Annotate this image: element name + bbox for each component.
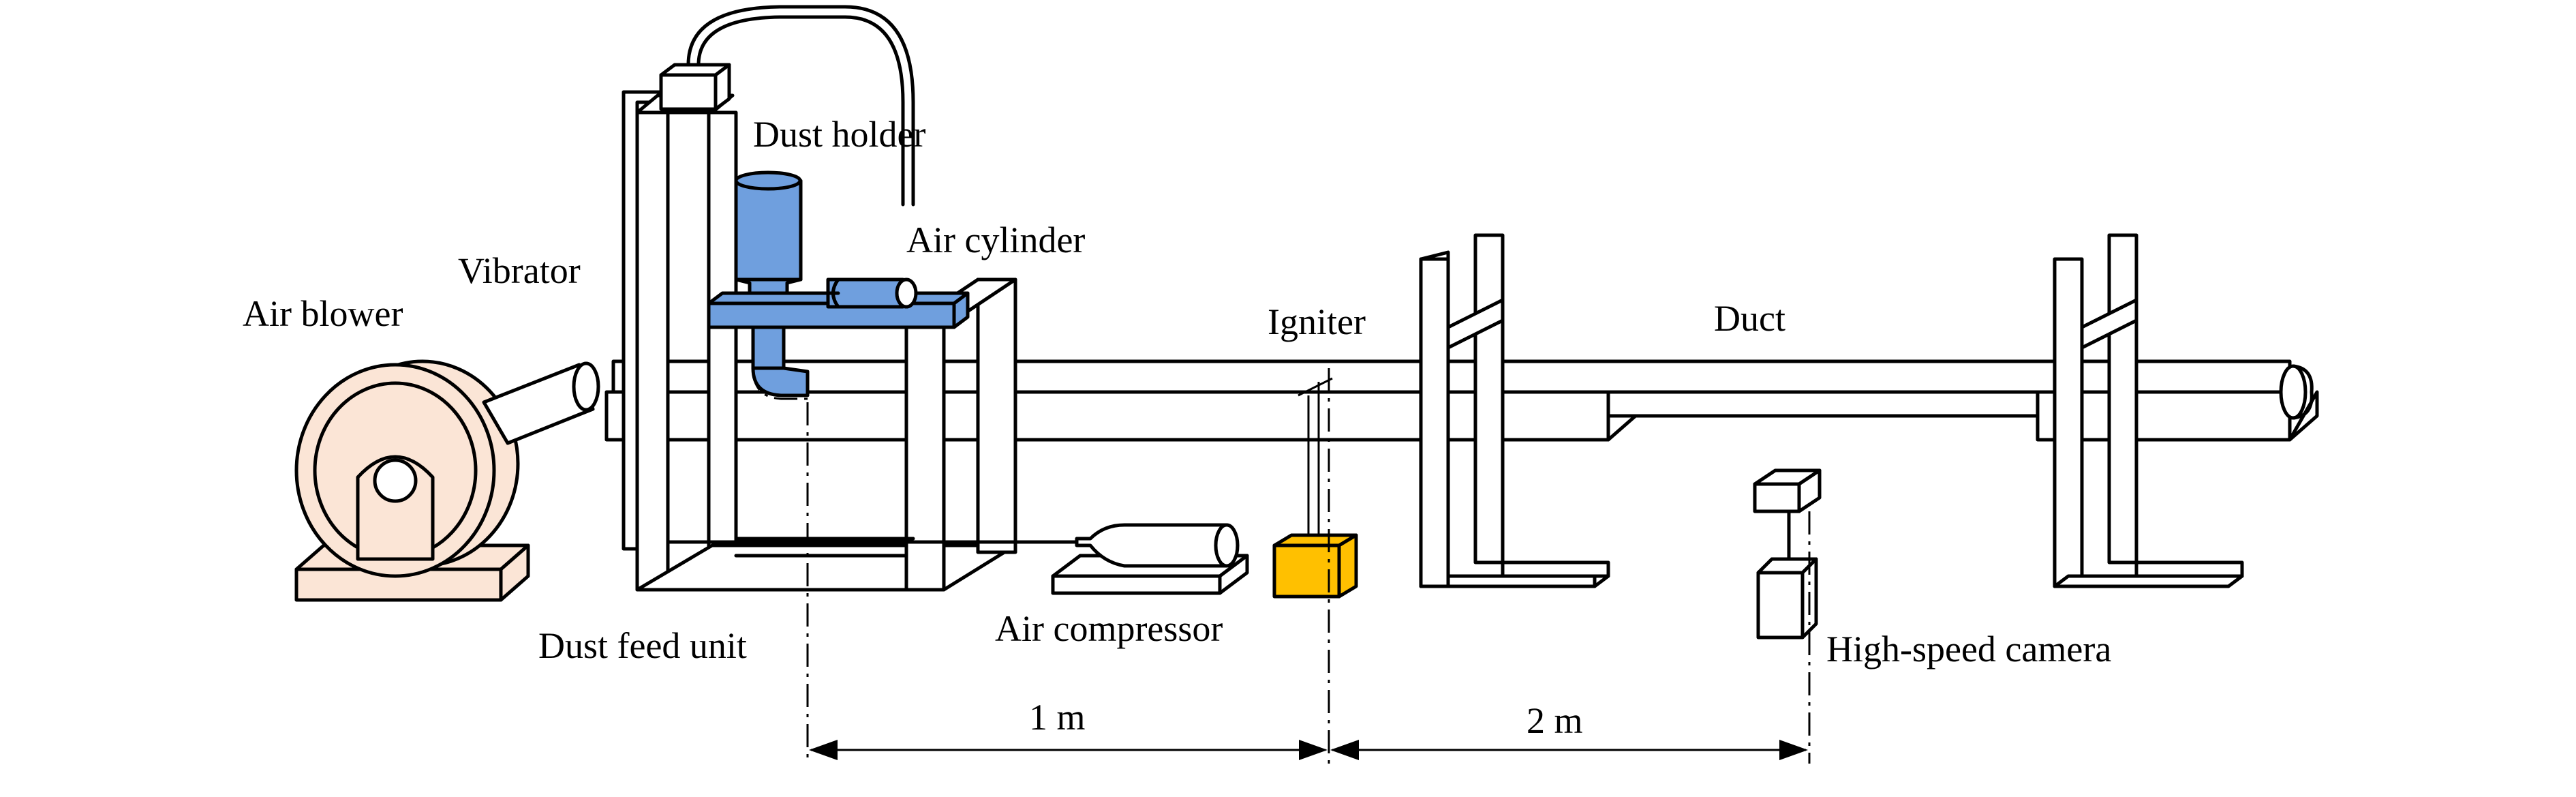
air-blower — [294, 359, 600, 602]
vibrator — [659, 5, 915, 207]
label-igniter: Igniter — [1268, 301, 1366, 342]
label-duct: Duct — [1714, 298, 1785, 339]
label-dust-feed-unit: Dust feed unit — [538, 625, 747, 666]
label-high-speed-camera: High-speed camera — [1826, 629, 2111, 670]
dimension-lines — [806, 368, 1811, 764]
label-dimension-1m: 1 m — [1029, 697, 1086, 738]
air-cylinder — [799, 277, 918, 309]
label-air-blower: Air blower — [243, 293, 403, 334]
dust-feed-unit — [622, 90, 1065, 592]
high-speed-camera — [1753, 468, 1822, 640]
label-vibrator: Vibrator — [458, 250, 581, 291]
air-compressor — [1013, 523, 1249, 595]
label-air-cylinder: Air cylinder — [906, 220, 1085, 260]
duct-support-1 — [1419, 233, 1610, 588]
label-dust-holder: Dust holder — [753, 114, 925, 155]
label-dimension-2m: 2 m — [1527, 700, 1583, 741]
label-air-compressor: Air compressor — [995, 608, 1223, 649]
duct-support-2 — [2053, 233, 2244, 588]
